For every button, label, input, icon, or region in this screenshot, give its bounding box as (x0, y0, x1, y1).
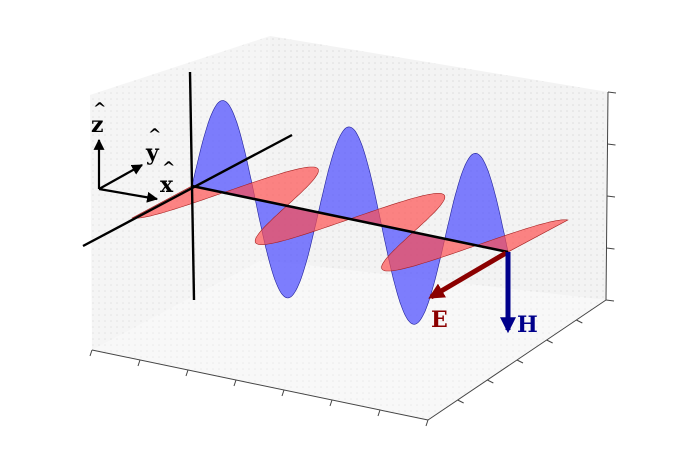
propagation-axis-line (191, 184, 509, 254)
z-hat-mark: ^ (93, 99, 106, 118)
tick-mark (329, 399, 333, 407)
x-hat-mark: ^ (162, 158, 175, 177)
tick-mark (281, 389, 285, 397)
triad-y-arrow (98, 164, 143, 190)
tick-marks-side (457, 319, 583, 404)
tick-mark (487, 379, 494, 384)
z-axis-label: z (91, 112, 104, 138)
tick-marks-right (605, 91, 617, 302)
floor-edge-front (91, 349, 429, 421)
tick-marks-front (89, 349, 429, 427)
tick-mark (607, 91, 617, 94)
y-hat-mark: ^ (148, 125, 161, 144)
y-axis-label: y (145, 140, 160, 166)
tick-mark (137, 359, 141, 367)
x-axis-label: x (160, 172, 174, 198)
tick-mark (576, 319, 583, 324)
tick-mark (89, 349, 93, 357)
coordinate-triad (93, 138, 159, 203)
h-field-label: H (517, 312, 538, 338)
e-field-arrow (428, 250, 508, 300)
tick-mark (233, 379, 237, 387)
tick-mark (377, 409, 381, 417)
tick-mark (606, 195, 616, 198)
tick-mark (605, 299, 615, 302)
tick-mark (457, 399, 464, 404)
tick-mark (546, 339, 553, 344)
tick-mark (516, 359, 524, 364)
e-field-label: E (431, 307, 448, 333)
triad-x-arrow (98, 187, 159, 203)
crossing-axis-line (82, 133, 293, 248)
tick-mark (606, 247, 615, 250)
tick-mark (425, 419, 429, 427)
tick-mark (607, 143, 616, 146)
floor-pane (92, 260, 606, 420)
tick-mark (185, 369, 189, 377)
